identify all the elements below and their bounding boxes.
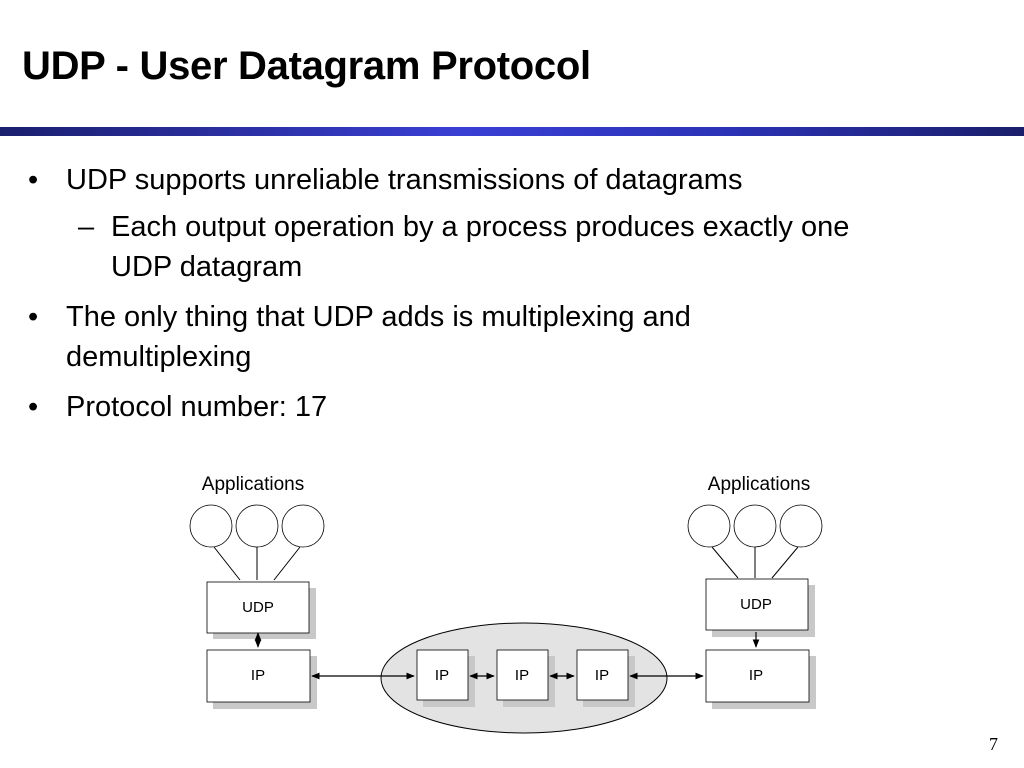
bullet-multiplexing-line-2: demultiplexing [66, 341, 252, 373]
router-ip-label: IP [435, 667, 449, 684]
left-ip-label: IP [251, 667, 265, 684]
right-application-circles [687, 504, 823, 548]
left-applications-label: Applications [202, 474, 304, 495]
sub-bullet-dash: – [78, 211, 95, 243]
slide-title: UDP - User Datagram Protocol [22, 44, 591, 88]
router-ip-box-2: IP [496, 649, 555, 707]
bullet-udp-unreliable: UDP supports unreliable transmissions of… [66, 164, 743, 196]
sub-bullet-line-1: Each output operation by a process produ… [111, 211, 850, 243]
page-number: 7 [989, 734, 998, 754]
router-ip-label: IP [515, 667, 529, 684]
left-app-circle [281, 504, 325, 548]
bullet-marker: • [28, 301, 39, 333]
right-app-circle [779, 504, 823, 548]
right-udp-box: UDP [705, 578, 815, 637]
left-udp-label: UDP [242, 599, 274, 616]
left-app-connectors [213, 546, 301, 581]
bullet-protocol-number: Protocol number: 17 [66, 391, 328, 423]
title-underline-bar [0, 127, 1024, 136]
bullet-marker: • [28, 164, 39, 196]
right-udp-label: UDP [740, 596, 772, 613]
right-app-circle [733, 504, 777, 548]
left-ip-box: IP [206, 649, 317, 709]
right-applications-label: Applications [708, 474, 810, 495]
bullet-marker: • [28, 391, 39, 423]
right-ip-box: IP [705, 649, 816, 709]
right-app-connectors [711, 546, 799, 579]
right-app-circle [687, 504, 731, 548]
left-app-circle [235, 504, 279, 548]
router-ip-label: IP [595, 667, 609, 684]
left-udp-box: UDP [206, 581, 316, 639]
left-application-circles [189, 504, 325, 548]
bullet-multiplexing-line-1: The only thing that UDP adds is multiple… [66, 301, 691, 333]
sub-bullet-line-2: UDP datagram [111, 251, 303, 283]
left-app-circle [189, 504, 233, 548]
router-ip-box-3: IP [576, 649, 635, 707]
router-ip-box-1: IP [416, 649, 475, 707]
right-ip-label: IP [749, 667, 763, 684]
